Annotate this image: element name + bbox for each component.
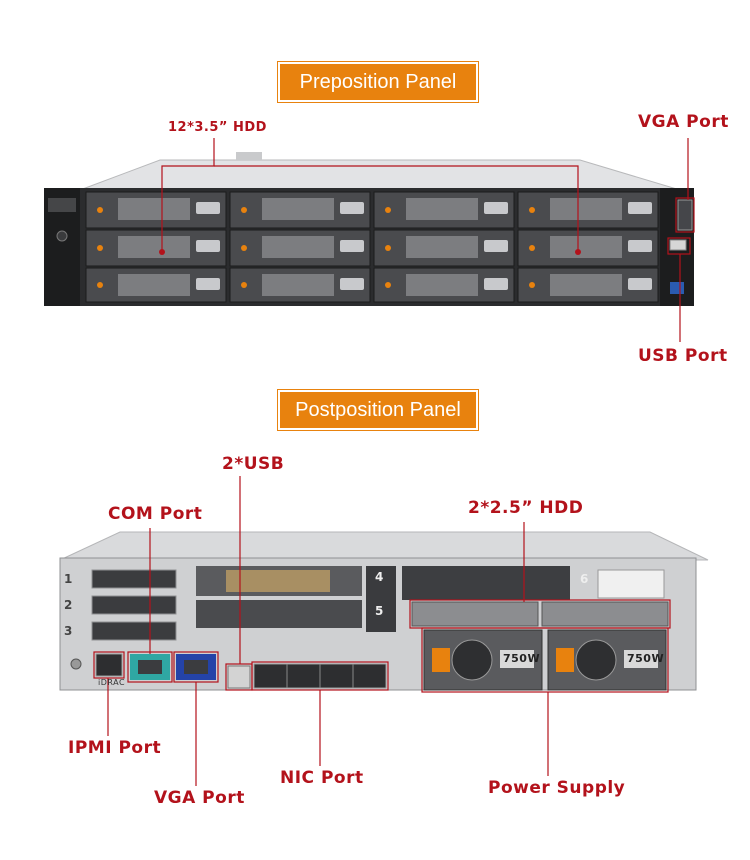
vga-callout-box	[675, 197, 695, 233]
front-service-tag	[670, 282, 684, 294]
rear-slot-number: 6	[580, 572, 589, 586]
rear-ipmi-label: IPMI Port	[68, 738, 162, 758]
rear-com-label: COM Port	[108, 504, 203, 524]
rear-vga-port	[176, 654, 216, 680]
rear-nic-ports	[253, 663, 387, 689]
rear-slot-number: 1	[64, 572, 73, 586]
rear-hdd-bay-1	[411, 601, 539, 627]
front-drive-handles	[196, 202, 652, 290]
rear-nic-label: NIC Port	[280, 768, 364, 788]
rear-slot-number: 2	[64, 598, 73, 612]
rear-vga-connector	[184, 660, 208, 674]
front-drive-leds	[97, 207, 535, 288]
front-drive-vents	[118, 198, 622, 296]
rear-com-connector	[138, 660, 162, 674]
front-hdd-label: 12*3.5” HDD	[168, 120, 267, 135]
rear-vga-label: VGA Port	[154, 788, 245, 808]
rear-right-slots	[402, 566, 570, 600]
front-server-illustration	[44, 138, 695, 342]
rear-ground-screw	[70, 658, 82, 670]
usb-callout-box	[667, 237, 691, 255]
front-panel-banner: Preposition Panel	[277, 61, 479, 103]
rear-usb-callout-box	[225, 663, 253, 691]
psu-badge-2: 750W	[627, 652, 665, 665]
front-callouts	[161, 138, 695, 342]
rear-idrac-text: iDRAC	[98, 678, 126, 687]
rear-ipmi-port	[95, 653, 123, 677]
psu-badge-1: 750W	[503, 652, 541, 665]
rear-slot-number: 5	[375, 604, 384, 618]
rear-usb-label: 2*USB	[222, 454, 285, 474]
rear-slot-number: 3	[64, 624, 73, 638]
hdd-callout-line	[161, 138, 215, 252]
rear-riser-card	[196, 566, 362, 596]
front-chassis-vent	[236, 152, 262, 160]
rear-nic-callout-box	[251, 661, 389, 691]
front-chassis-top	[79, 159, 681, 191]
hdd-callout-line-right	[214, 165, 579, 252]
front-usb-connector	[669, 239, 687, 251]
rear-label-sticker	[597, 569, 665, 599]
front-bezel-logo	[48, 198, 76, 212]
front-power-button	[56, 230, 68, 242]
rear-panel-banner: Postposition Panel	[277, 389, 479, 431]
rear-hdd-label: 2*2.5” HDD	[468, 498, 584, 518]
rear-riser-card-2	[196, 600, 362, 628]
rear-left-slots	[91, 569, 177, 641]
rear-psu-label: Power Supply	[488, 778, 626, 798]
rear-pcie-bracket	[226, 570, 330, 592]
rear-com-port	[130, 654, 170, 680]
rear-slot-number: 4	[375, 570, 384, 584]
rear-hdd-bay-2	[541, 601, 669, 627]
rear-usb-ports	[227, 665, 251, 689]
front-vga-connector	[677, 199, 693, 231]
rear-com-callout-box	[127, 651, 173, 683]
rear-ipmi-callout-box	[93, 651, 125, 679]
rear-chassis-top	[59, 531, 709, 561]
rear-vga-callout-box	[173, 651, 219, 683]
rear-hdd-callout-box	[409, 599, 671, 629]
front-usb-label: USB Port	[638, 346, 728, 366]
front-vga-label: VGA Port	[638, 112, 729, 132]
